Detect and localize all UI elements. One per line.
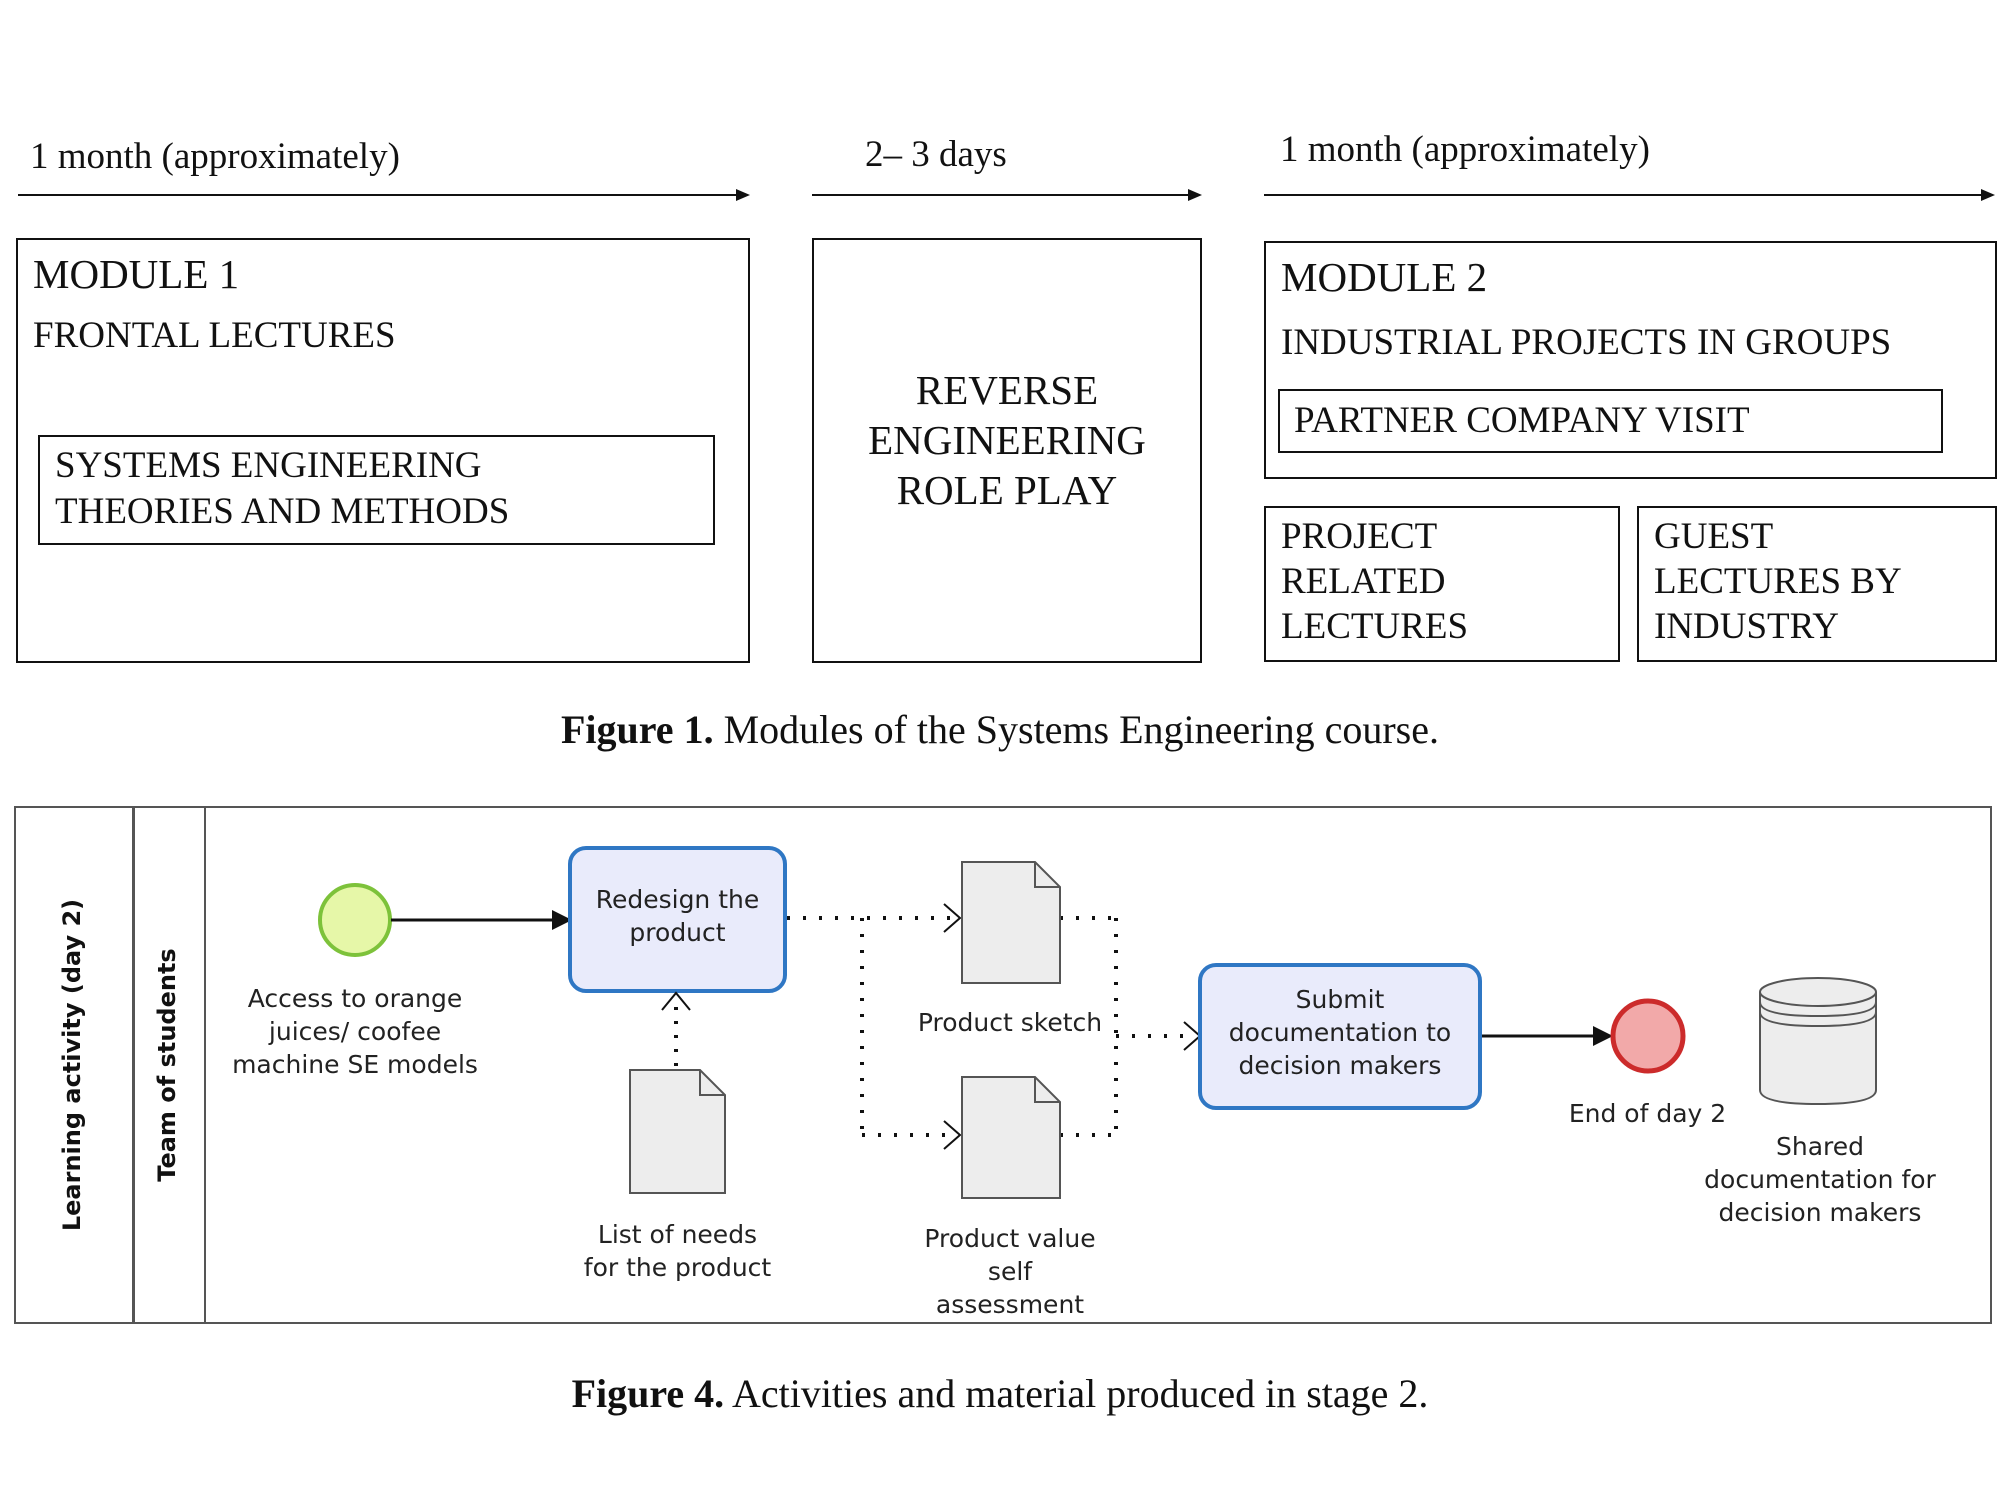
module-1-title: MODULE 1 bbox=[33, 251, 240, 297]
datastore-shape bbox=[1759, 977, 1877, 1106]
module-1-box: MODULE 1 FRONTAL LECTURES SYSTEMS ENGINE… bbox=[16, 238, 750, 663]
doc-sketch-label: Product sketch bbox=[917, 1008, 1103, 1037]
systems-engineering-line1: SYSTEMS ENGINEERING bbox=[55, 445, 482, 486]
submit-task[interactable]: Submit documentation to decision makers bbox=[1200, 983, 1480, 1082]
project-lectures-line1: PROJECT bbox=[1281, 516, 1438, 557]
datastore-label-line3: decision makers bbox=[1718, 1198, 1922, 1227]
figure-4-caption-label: Figure 4. bbox=[571, 1371, 725, 1416]
project-lectures-line3: LECTURES bbox=[1281, 606, 1469, 647]
timeline-arrow-3 bbox=[1264, 189, 1995, 201]
project-lectures-line2: RELATED bbox=[1281, 561, 1446, 602]
guest-lectures-box: GUEST LECTURES BY INDUSTRY bbox=[1637, 506, 1997, 662]
doc-value-line2: self bbox=[987, 1257, 1033, 1286]
association-redesign-to-documents bbox=[787, 903, 962, 1150]
doc-sketch-shape bbox=[961, 861, 1061, 984]
flow-submit-to-end bbox=[1482, 1026, 1613, 1046]
start-event-label-line2: juices/ coofee bbox=[268, 1017, 442, 1046]
module-2-box: MODULE 2 INDUSTRIAL PROJECTS IN GROUPS P… bbox=[1264, 241, 1997, 479]
guest-lectures-line2: LECTURES BY bbox=[1654, 561, 1902, 602]
lane-divider bbox=[204, 806, 206, 1324]
doc-value-shape bbox=[961, 1076, 1061, 1199]
partner-company-label: PARTNER COMPANY VISIT bbox=[1294, 400, 1750, 441]
timeline-arrows bbox=[18, 189, 1995, 201]
redesign-task[interactable]: Redesign the product bbox=[570, 883, 785, 949]
guest-lectures-line3: INDUSTRY bbox=[1654, 606, 1840, 647]
module-2-title: MODULE 2 bbox=[1281, 254, 1488, 300]
role-play-line2: ENGINEERING bbox=[868, 417, 1146, 463]
systems-engineering-line2: THEORIES AND METHODS bbox=[55, 491, 510, 532]
submit-task-line1: Submit bbox=[1295, 985, 1385, 1014]
start-event-label-line3: machine SE models bbox=[232, 1050, 478, 1079]
timeline-label-module1: 1 month (approximately) bbox=[30, 136, 400, 177]
submit-task-line2: documentation to bbox=[1228, 1018, 1452, 1047]
partner-company-box: PARTNER COMPANY VISIT bbox=[1278, 389, 1943, 453]
doc-needs-line1: List of needs bbox=[597, 1220, 758, 1249]
end-event-circle bbox=[1610, 998, 1686, 1074]
redesign-task-rect bbox=[568, 846, 787, 993]
datastore-label-line1: Shared bbox=[1775, 1132, 1864, 1161]
association-needs-to-redesign bbox=[661, 991, 691, 1066]
submit-task-rect bbox=[1198, 963, 1482, 1110]
flow-start-to-redesign bbox=[391, 910, 572, 930]
figure-4-caption-text: Activities and material produced in stag… bbox=[724, 1371, 1429, 1416]
figure-1-caption-label: Figure 1. bbox=[560, 707, 714, 752]
guest-lectures-line1: GUEST bbox=[1654, 516, 1774, 557]
datastore-label: Shared documentation for decision makers bbox=[1690, 1130, 1950, 1229]
doc-value-label: Product value self assessment bbox=[900, 1222, 1120, 1321]
redesign-task-line2: product bbox=[629, 918, 726, 947]
doc-needs-label: List of needs for the product bbox=[560, 1218, 795, 1284]
timeline-label-module2: 1 month (approximately) bbox=[1280, 129, 1650, 170]
figure-4-caption: Figure 4. Activities and material produc… bbox=[0, 1370, 2000, 1417]
bpmn-shapes bbox=[318, 846, 1877, 1199]
pool-divider bbox=[132, 806, 135, 1324]
end-event-label: End of day 2 bbox=[1568, 1099, 1727, 1128]
redesign-task-line1: Redesign the bbox=[595, 885, 760, 914]
submit-task-line3: decision makers bbox=[1238, 1051, 1442, 1080]
doc-value-line1: Product value bbox=[924, 1224, 1096, 1253]
timeline-label-roleplay: 2– 3 days bbox=[865, 134, 1007, 175]
start-event-circle bbox=[318, 883, 392, 957]
role-play-box: REVERSE ENGINEERING ROLE PLAY bbox=[812, 238, 1202, 663]
role-play-line1: REVERSE bbox=[915, 367, 1099, 413]
timeline-arrow-1 bbox=[18, 189, 750, 201]
datastore-label-line2: documentation for bbox=[1704, 1165, 1936, 1194]
timeline-arrow-2 bbox=[812, 189, 1202, 201]
figure-1-caption: Figure 1. Modules of the Systems Enginee… bbox=[0, 706, 2000, 753]
project-lectures-box: PROJECT RELATED LECTURES bbox=[1264, 506, 1620, 662]
figure-1-caption-text: Modules of the Systems Engineering cours… bbox=[713, 707, 1439, 752]
doc-needs-line2: for the product bbox=[583, 1253, 772, 1282]
start-event-label-line1: Access to orange bbox=[247, 984, 463, 1013]
role-play-line3: ROLE PLAY bbox=[896, 467, 1118, 513]
bpmn-pool bbox=[14, 806, 1992, 1324]
module-1-subtitle: FRONTAL LECTURES bbox=[33, 315, 396, 356]
doc-value-line3: assessment bbox=[935, 1290, 1085, 1319]
module-2-subtitle: INDUSTRIAL PROJECTS IN GROUPS bbox=[1281, 322, 1892, 363]
start-event-label: Access to orange juices/ coofee machine … bbox=[210, 982, 500, 1081]
doc-needs-shape bbox=[629, 1069, 726, 1194]
systems-engineering-box: SYSTEMS ENGINEERING THEORIES AND METHODS bbox=[38, 435, 715, 545]
